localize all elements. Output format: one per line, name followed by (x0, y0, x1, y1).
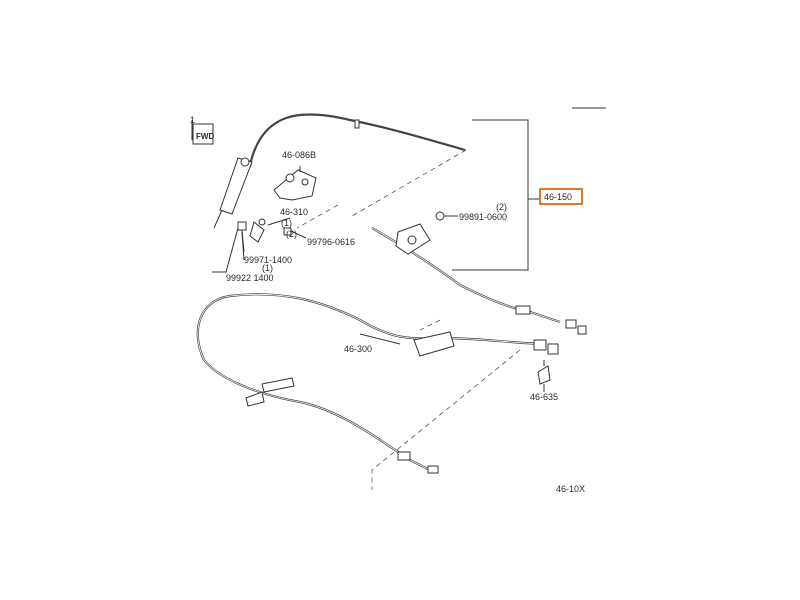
label-qty-2a: (2) (286, 229, 297, 239)
label-qty-1a: (1) (281, 218, 292, 228)
label-qty-2b: (2) (496, 202, 507, 212)
fwd-label: FWD (196, 132, 214, 141)
ref-dash-4 (419, 319, 441, 331)
front-cable-46-150 (248, 113, 561, 324)
rear-cable-46-300 (196, 293, 559, 474)
label-46-150[interactable]: 46-150 (544, 192, 572, 202)
label-46-310: 46-310 (280, 207, 308, 217)
label-99922-1400: 99922 1400 (226, 273, 274, 283)
fwd-number: 1 (190, 115, 195, 125)
bolt-99796-0616 (283, 227, 307, 239)
label-46-086b: 46-086B (282, 150, 316, 160)
label-qty-1b: (1) (262, 263, 273, 273)
label-99891-0600: 99891-0600 (459, 212, 507, 222)
label-46-635: 46-635 (530, 392, 558, 402)
leader-46310 (267, 217, 291, 226)
bolt-46-310 (249, 218, 266, 243)
bracket-46-086b (273, 169, 317, 201)
assembly-bracket-line (452, 119, 529, 271)
label-99796-0616: 99796-0616 (307, 237, 355, 247)
leader-99922 (212, 227, 239, 273)
ref-dash-3 (371, 349, 521, 490)
brake-lever (213, 157, 253, 229)
washer-99891-0600 (435, 211, 458, 221)
label-99971-1400: 99971-1400 (244, 255, 292, 265)
label-46-300: 46-300 (344, 344, 372, 354)
leader-99971 (241, 231, 245, 261)
ref-dash-2 (296, 204, 339, 229)
highlight-box-46150 (539, 188, 583, 205)
leader-46300 (359, 333, 401, 345)
fwd-arrow-icon (191, 120, 214, 145)
ref-dash-1 (351, 149, 467, 217)
equalizer-bracket (395, 223, 431, 255)
cable-end-upper (515, 305, 587, 335)
label-46-cut: 46-10X (556, 484, 585, 494)
